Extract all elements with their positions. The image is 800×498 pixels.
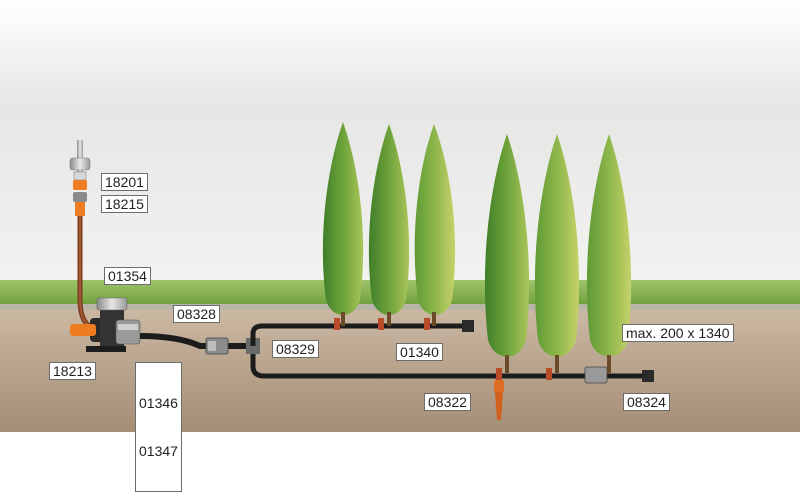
upper-end-plug-icon [462, 320, 474, 332]
label-08322: 08322 [424, 393, 471, 411]
label-01346: 01346 [139, 395, 178, 411]
label-18201: 18201 [101, 173, 148, 191]
drippers-upper [334, 318, 430, 330]
label-18215: 18215 [101, 195, 148, 213]
label-01346-01347: 01346 01347 [135, 362, 182, 492]
lower-drip-pipe [250, 354, 650, 379]
supply-pipe [139, 333, 248, 349]
cypress-tree [586, 134, 632, 357]
cypress-tree [414, 124, 456, 315]
upper-drip-pipe [250, 323, 470, 346]
cypress-tree [368, 124, 410, 315]
drippers-lower [496, 368, 552, 380]
cypress-tree [484, 134, 530, 357]
bottom-margin [0, 432, 800, 498]
cypress-tree [534, 134, 580, 357]
cypress-tree [322, 122, 364, 315]
label-01347: 01347 [139, 443, 178, 459]
pressure-reducer-icon [70, 297, 141, 352]
label-18213: 18213 [49, 362, 96, 380]
label-01340: 01340 [396, 343, 443, 361]
label-08329: 08329 [272, 340, 319, 358]
label-08324: 08324 [623, 393, 670, 411]
water-tap-icon [69, 140, 91, 216]
cypress-trees [322, 122, 632, 373]
label-01354: 01354 [104, 267, 151, 285]
label-max-length: max. 200 x 1340 [622, 324, 734, 342]
end-plug-08324-icon [642, 370, 654, 382]
stake-dripper-icon [494, 380, 504, 420]
label-08328: 08328 [173, 305, 220, 323]
inline-dripper-icon [584, 366, 608, 384]
